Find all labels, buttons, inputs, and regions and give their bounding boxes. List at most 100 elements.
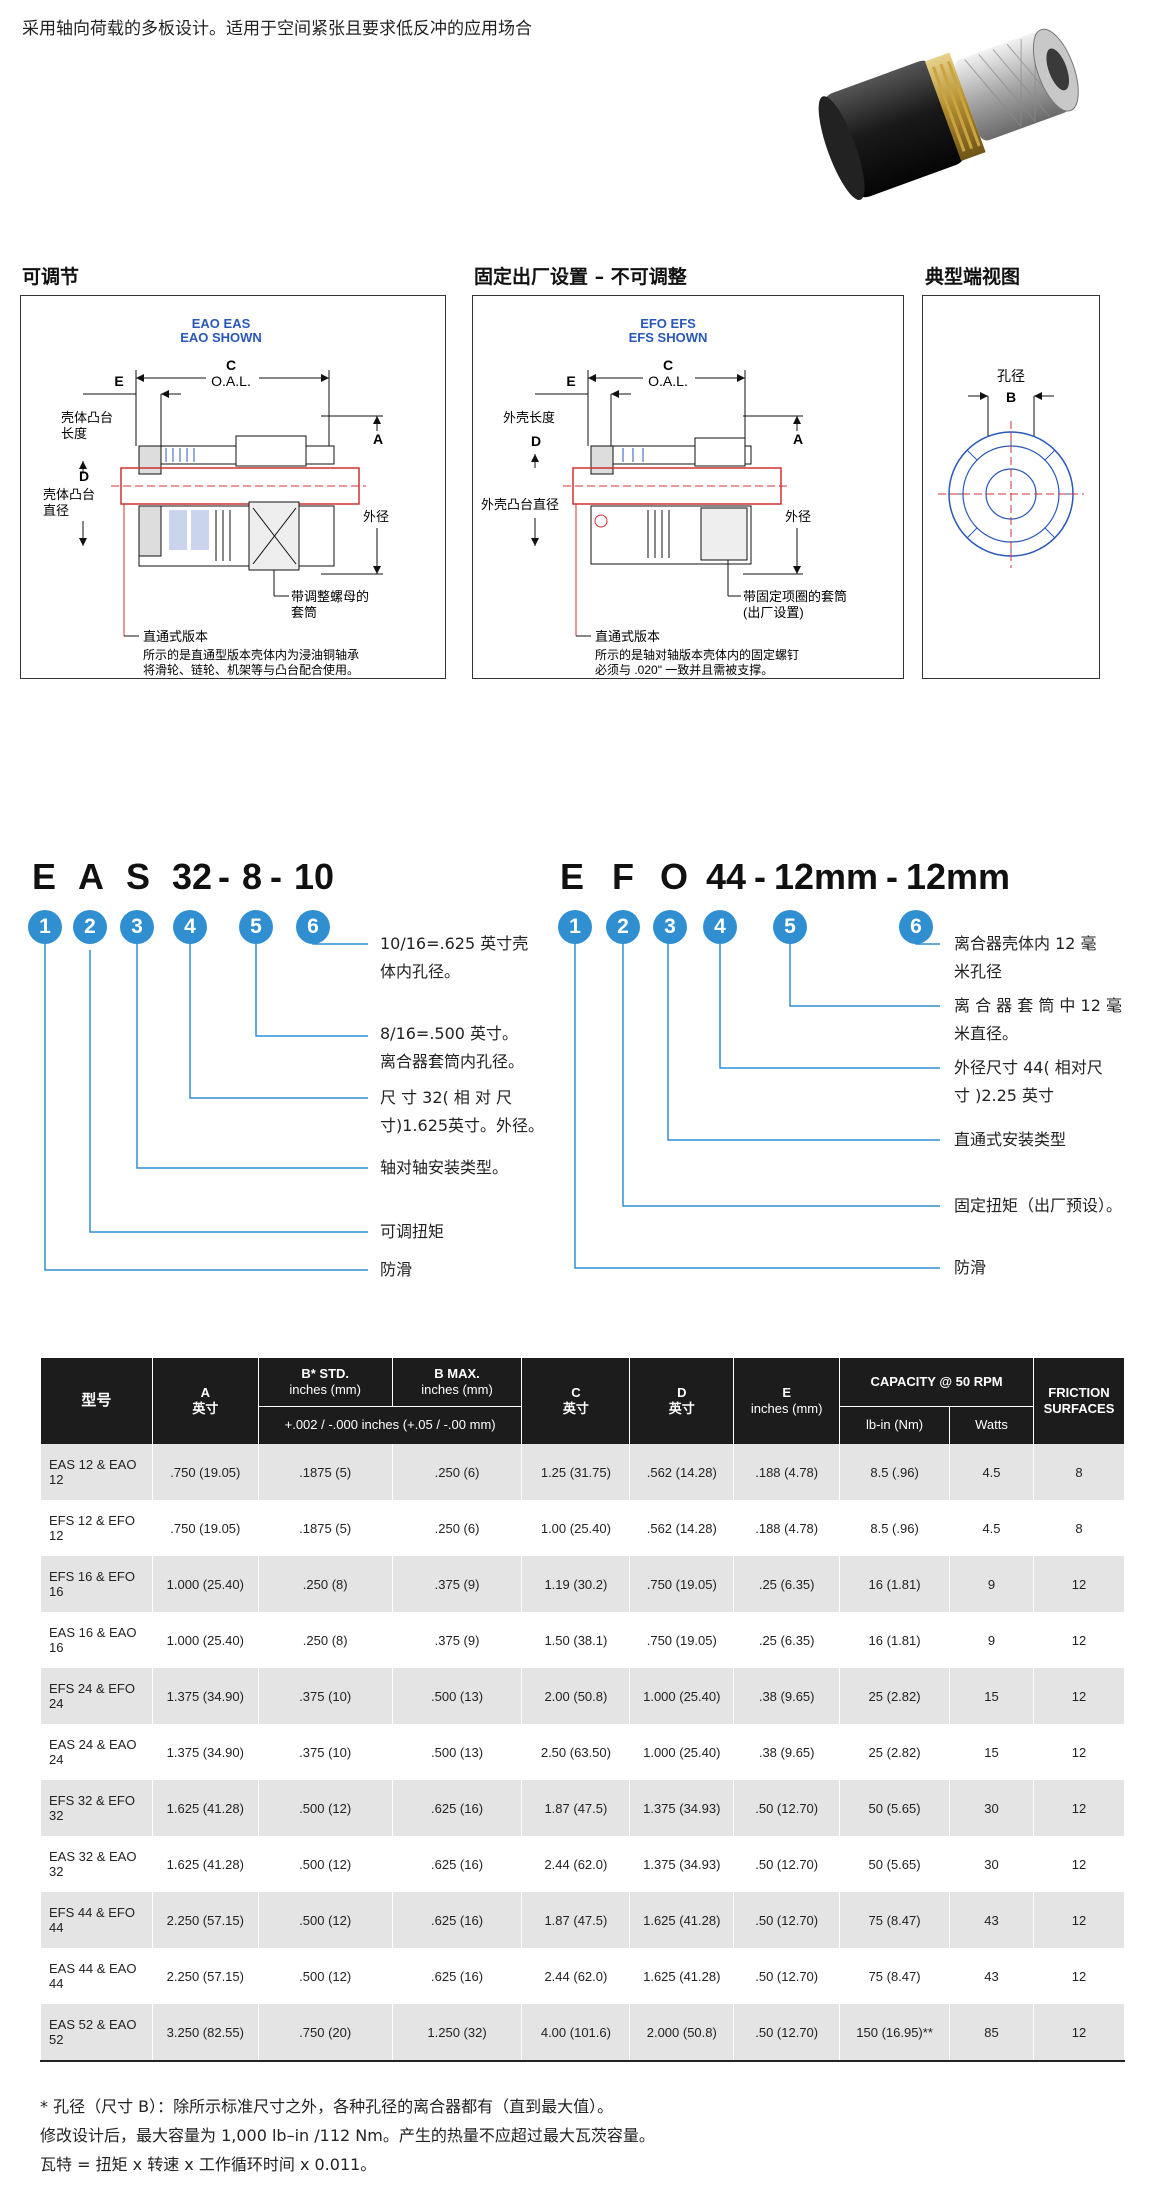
model-label-2: EAO SHOWN [180, 330, 262, 345]
model-label-1: EFO EFS [640, 316, 696, 331]
label-through: 直通式版本 [143, 629, 208, 644]
callout-2: 可调扭矩 [380, 1222, 445, 1241]
table-cell: .50 (12.70) [733, 1836, 841, 1892]
number-circle: 2 [73, 910, 107, 944]
number-circle: 3 [120, 910, 154, 944]
code-letter: 12mm [906, 856, 1011, 897]
table-cell: .562 (14.28) [629, 1500, 735, 1556]
table-cell: .750 (19.05) [629, 1556, 735, 1612]
number-circle: 6 [296, 910, 330, 944]
diagram-fixed: EFO EFS EFS SHOWN C O.A.L. E 外壳长度 D 外壳凸台… [472, 295, 904, 679]
table-cell: .375 (10) [257, 1724, 393, 1780]
section-title-fixed: 固定出厂设置 – 不可调整 [474, 266, 687, 288]
table-cell: 4.00 (101.6) [521, 2004, 631, 2062]
table-cell: 75 (8.47) [839, 1892, 951, 1948]
table-cell: 15 [949, 1668, 1034, 1724]
table-cell: .38 (9.65) [733, 1724, 841, 1780]
table-cell: 2.000 (50.8) [629, 2004, 735, 2062]
dim-c: C [663, 357, 673, 373]
table-cell: 43 [949, 1948, 1034, 2004]
label-boss-length-1: 壳体凸台 [61, 410, 113, 425]
table-cell: 1.625 (41.28) [151, 1780, 259, 1836]
table-cell: 12 [1032, 1668, 1126, 1724]
table-cell: .50 (12.70) [733, 1892, 841, 1948]
table-cell: 8 [1032, 1500, 1126, 1556]
table-cell: .188 (4.78) [733, 1500, 841, 1556]
table-cell: EFS 16 & EFO 16 [40, 1556, 153, 1612]
table-cell: .25 (6.35) [733, 1556, 841, 1612]
table-cell: 12 [1032, 1948, 1126, 2004]
section-title-adjustable: 可调节 [22, 266, 80, 288]
number-circle: 4 [703, 910, 737, 944]
table-cell: EFS 44 & EFO 44 [40, 1892, 153, 1948]
table-cell: 1.000 (25.40) [629, 1724, 735, 1780]
table-row: EAS 12 & EAO 12.750 (19.05).1875 (5).250… [40, 1444, 1126, 1500]
table-cell: .500 (12) [257, 1780, 393, 1836]
table-cell: .500 (13) [391, 1724, 523, 1780]
table-cell: .750 (20) [257, 2004, 393, 2062]
table-cell: 2.44 (62.0) [521, 1948, 631, 2004]
dim-d: D [79, 468, 89, 484]
table-cell: 16 (1.81) [839, 1612, 951, 1668]
dim-e: E [566, 373, 575, 389]
label-nut-1: 带调整螺母的 [291, 589, 369, 604]
table-cell: 12 [1032, 1556, 1126, 1612]
table-cell: 4.5 [949, 1444, 1034, 1500]
label-boss-dia-1: 壳体凸台 [43, 487, 95, 502]
label-bore: 孔径 [997, 368, 1025, 384]
table-cell: EFS 32 & EFO 32 [40, 1780, 153, 1836]
callout-4: 尺 寸 32( 相 对 尺寸)1.625英寸。外径。 [380, 1088, 545, 1135]
header-model: 型号 [40, 1358, 153, 1444]
table-cell: 1.25 (31.75) [521, 1444, 631, 1500]
note-line-1: 所示的是直通型版本壳体内为浸油铜轴承 [143, 647, 359, 662]
table-cell: 12 [1032, 1892, 1126, 1948]
table-cell: 1.50 (38.1) [521, 1612, 631, 1668]
table-cell: .1875 (5) [257, 1444, 393, 1500]
dim-e: E [114, 373, 123, 389]
number-circle: 2 [606, 910, 640, 944]
label-boss-length-2: 长度 [61, 426, 87, 441]
table-cell: 85 [949, 2004, 1034, 2062]
intro-text: 采用轴向荷载的多板设计。适用于空间紧张且要求低反冲的应用场合 [22, 19, 532, 39]
table-cell: EAS 24 & EAO 24 [40, 1724, 153, 1780]
table-cell: .25 (6.35) [733, 1612, 841, 1668]
code-letter: - [754, 856, 766, 897]
model-label-2: EFS SHOWN [629, 330, 708, 345]
label-shell-length: 外壳长度 [503, 410, 555, 425]
header-lbin: lb-in (Nm) [839, 1405, 951, 1444]
table-cell: .500 (12) [257, 1892, 393, 1948]
header-b-tolerance: +.002 / -.000 inches (+.05 / -.00 mm) [257, 1405, 523, 1444]
table-cell: 2.44 (62.0) [521, 1836, 631, 1892]
label-outer-dia: 外径 [363, 509, 389, 524]
table-cell: 1.87 (47.5) [521, 1780, 631, 1836]
table-cell: 4.5 [949, 1500, 1034, 1556]
code-letter: 32 [172, 856, 213, 897]
table-cell: .50 (12.70) [733, 1948, 841, 2004]
dim-oal: O.A.L. [211, 373, 251, 389]
table-cell: .250 (6) [391, 1444, 523, 1500]
table-cell: 1.625 (41.28) [151, 1836, 259, 1892]
callout-2: 固定扭矩（出厂预设）。 [954, 1196, 1123, 1215]
diagram-end-view: 孔径 B [922, 295, 1100, 679]
label-nut-2: 套筒 [291, 605, 317, 620]
footnote-2: 修改设计后，最大容量为 1,000 lb–in /112 Nm。产生的热量不应超… [40, 2126, 655, 2145]
table-cell: 1.625 (41.28) [629, 1948, 735, 2004]
number-circle: 3 [653, 910, 687, 944]
dim-d: D [531, 433, 541, 449]
callout-3: 轴对轴安装类型。 [380, 1158, 509, 1177]
table-cell: .750 (19.05) [151, 1500, 259, 1556]
table-cell: 1.87 (47.5) [521, 1892, 631, 1948]
table-cell: 1.375 (34.90) [151, 1724, 259, 1780]
table-cell: .250 (6) [391, 1500, 523, 1556]
table-cell: .250 (8) [257, 1556, 393, 1612]
table-cell: 16 (1.81) [839, 1556, 951, 1612]
table-cell: .375 (10) [257, 1668, 393, 1724]
table-cell: 2.250 (57.15) [151, 1948, 259, 2004]
model-label-1: EAO EAS [192, 316, 251, 331]
code-letter: E [32, 856, 57, 897]
